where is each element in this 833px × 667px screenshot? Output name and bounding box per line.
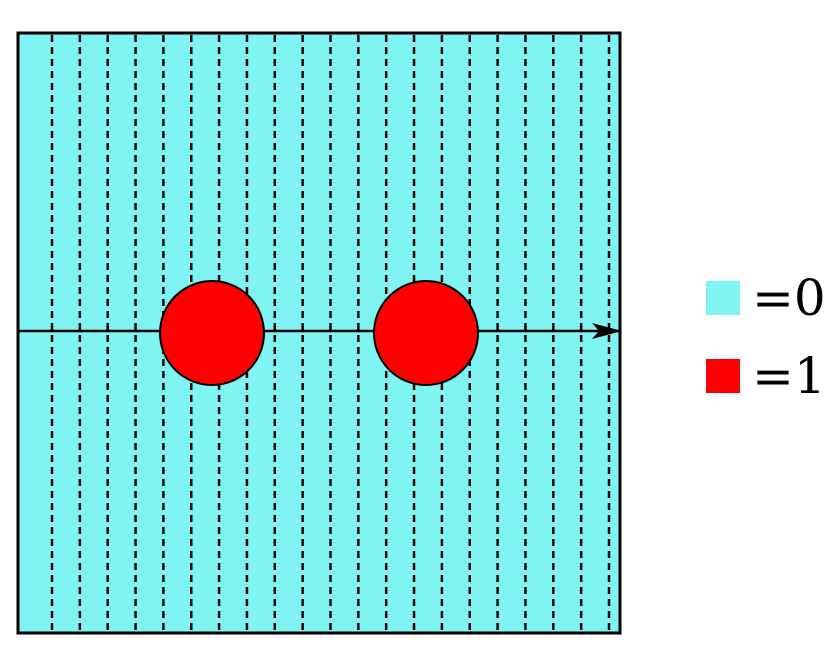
legend-swatch-one	[706, 359, 740, 393]
legend: =0 =1	[706, 269, 826, 405]
legend-swatch-zero	[706, 281, 740, 315]
particles	[159, 280, 479, 386]
legend-label-zero: =0	[752, 269, 826, 327]
particle-left	[159, 280, 265, 386]
legend-label-one: =1	[752, 347, 826, 405]
particle-right	[373, 280, 479, 386]
domain-region	[16, 31, 622, 635]
dashed-grid-lines	[50, 35, 611, 631]
